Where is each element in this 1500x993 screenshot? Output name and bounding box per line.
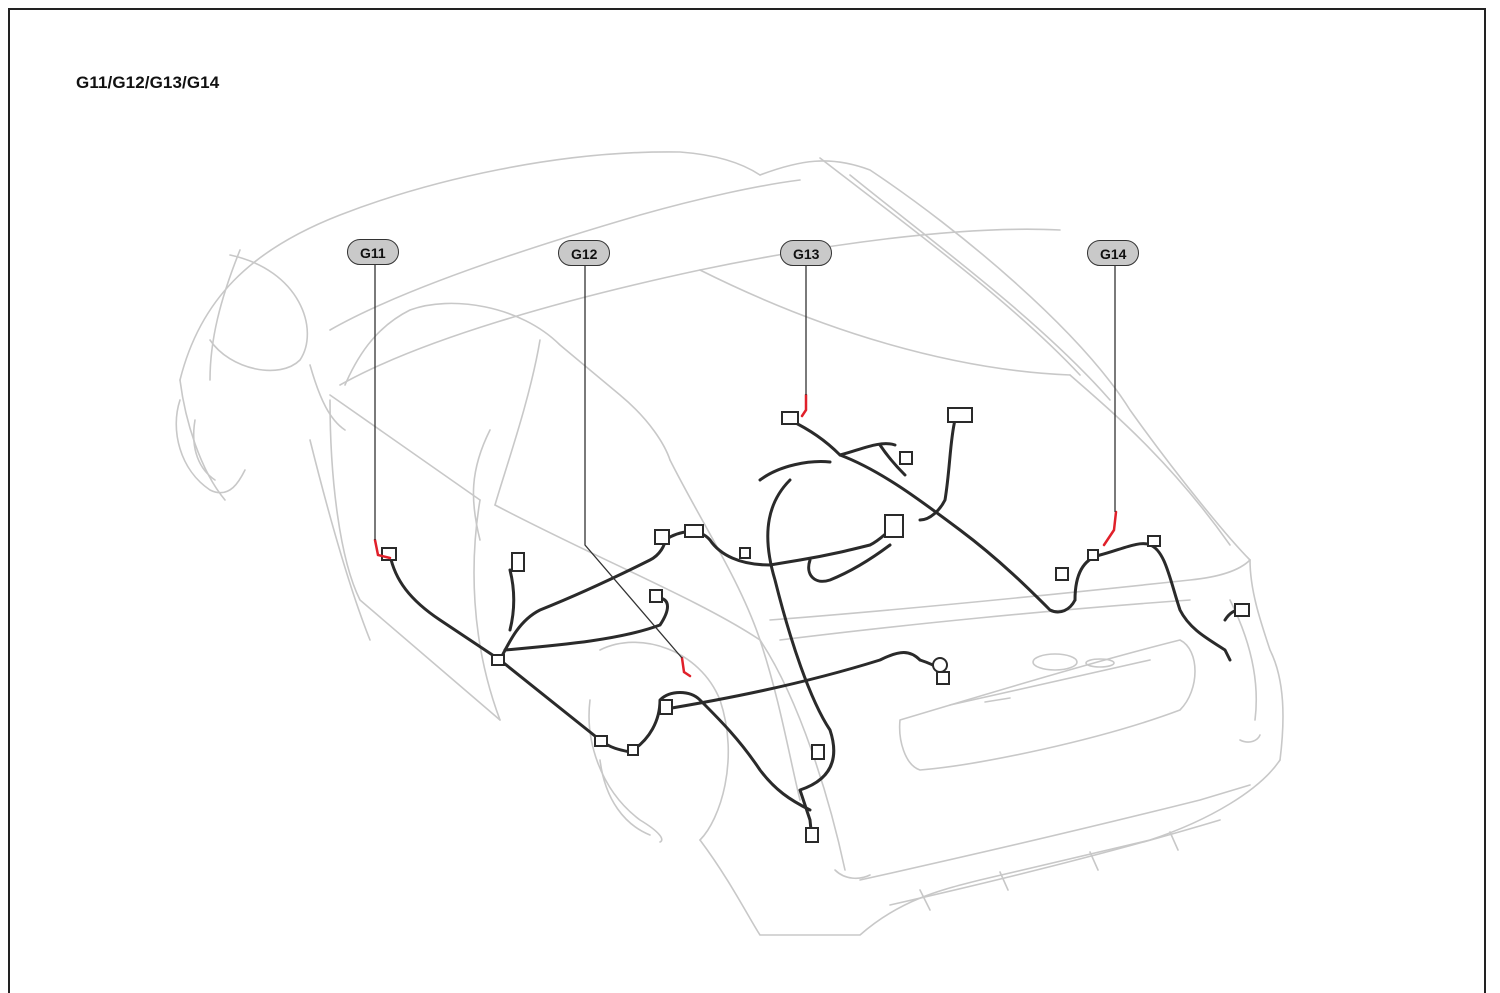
diagram-frame [8,8,1486,993]
ground-point-g11 [373,538,392,560]
connector [781,411,799,425]
grommet [932,657,948,673]
connector [654,529,670,545]
callout-g11: G11 [347,239,399,265]
ground-point-g12 [680,656,692,678]
leader-line-g12 [584,266,683,659]
connector [884,514,904,538]
connector [627,744,639,756]
leader-lines [374,264,1116,659]
connector [936,671,950,685]
connector [659,699,673,715]
diagram-title: G11/G12/G13/G14 [76,73,220,92]
connector [1234,603,1250,617]
connector [899,451,913,465]
wiring-harness [388,418,1242,842]
connectors [381,407,1250,843]
connector [594,735,608,747]
connector [684,524,704,538]
connector [491,654,505,666]
car-outline [175,151,1284,936]
connector [811,744,825,760]
callout-g14: G14 [1087,240,1140,266]
connector [1055,567,1069,581]
connector [1087,549,1099,561]
callout-g12: G12 [558,240,611,266]
connector [511,552,525,572]
ground-points [373,393,1118,678]
connector [649,589,663,603]
connector [805,827,819,843]
connector [1147,535,1161,547]
callout-g13: G13 [780,240,833,266]
ground-point-g13 [800,393,808,418]
ground-point-g14 [1102,510,1118,547]
connector [947,407,973,423]
connector [739,547,751,559]
